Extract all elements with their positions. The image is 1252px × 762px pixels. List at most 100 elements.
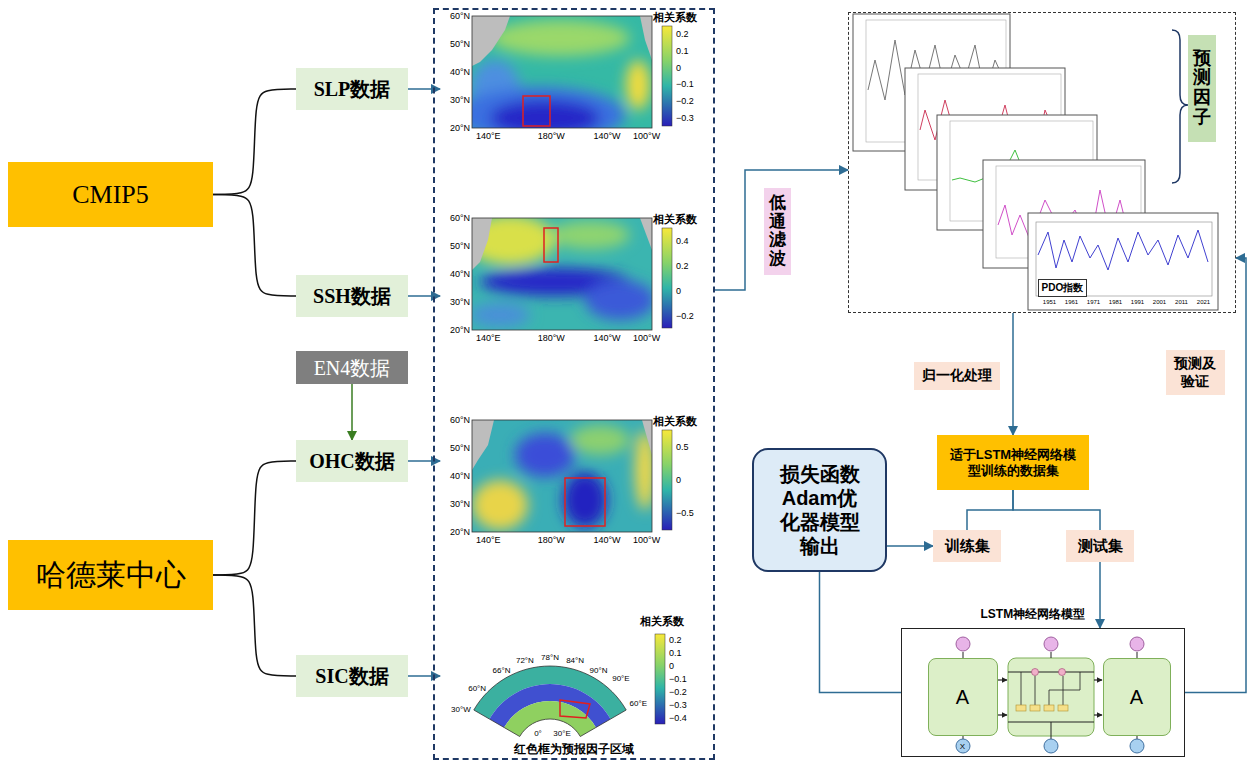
- arrow-connector: [887, 545, 933, 547]
- map-panel: 红色框为预报因子区域 相关系数 60°N 50°N 40°N 30°N 20°N 140°E 1…: [433, 8, 715, 760]
- lstm-cell-diagram: [956, 739, 970, 753]
- axis-label: 140°E: [476, 131, 501, 141]
- slp-correlation-map: [490, 100, 600, 128]
- axis-label: 60°N: [450, 11, 470, 21]
- lstm-cell-diagram: [1063, 676, 1064, 705]
- slp-correlation-map: [455, 16, 672, 143]
- axis-label: 20°N: [450, 325, 470, 335]
- arrow-connector: [408, 675, 440, 677]
- bracket-connector: [213, 89, 296, 195]
- axis-label: 50°N: [450, 241, 470, 251]
- lstm-cell-diagram: [1044, 739, 1058, 753]
- year-tick: 1981: [1109, 299, 1122, 305]
- lstm-cell-diagram: [1130, 637, 1144, 651]
- bracket-connector: [213, 195, 296, 297]
- training-config-box: 损失函数 Adam优化器模型 输出: [752, 448, 887, 572]
- lstm-cell-diagram: [1051, 722, 1052, 736]
- year-tick: 2011: [1175, 299, 1188, 305]
- ohc-correlation-map: [472, 420, 652, 532]
- slp-correlation-map: [523, 96, 550, 126]
- colorbar-title: 相关系数: [640, 614, 684, 629]
- axis-label: 140°W: [593, 535, 620, 545]
- slp-correlation-map: [640, 16, 652, 60]
- ohc-correlation-map: [472, 425, 652, 530]
- colorbar-tick: 0: [676, 63, 681, 73]
- axis-label: 0°: [533, 729, 543, 738]
- box-label: 适于LSTM神经网络模型训练的数据集: [945, 447, 1081, 478]
- arrow-connector: [1185, 258, 1246, 693]
- colorbar-tick: −0.3: [676, 113, 694, 123]
- ohc-correlation-map: [642, 420, 652, 455]
- box-label: A: [1130, 685, 1143, 709]
- box-label: 哈德莱中心: [36, 557, 186, 593]
- sic-correlation-map: [474, 634, 665, 737]
- colorbar-title: 相关系数: [653, 414, 697, 429]
- ohc-correlation-map: [472, 420, 652, 532]
- axis-label: 60°N: [450, 213, 470, 223]
- lstm-cell-diagram: [1130, 739, 1144, 753]
- arrow-connector: [408, 460, 440, 462]
- correlation-map: 相关系数60°N50°N40°N30°N20°N140°E180°W140°W1…: [440, 414, 708, 559]
- colorbar-tick: −0.2: [676, 96, 694, 106]
- arrow-connector: [1012, 313, 1014, 435]
- colorbar-tick: −0.2: [676, 311, 694, 321]
- lstm-cell-diagram: [1080, 672, 1081, 690]
- axis-label: 60°N: [450, 415, 470, 425]
- axis-label: 50°N: [450, 443, 470, 453]
- sic-correlation-map: [655, 634, 665, 724]
- time-series-plots: [1028, 213, 1218, 310]
- lstm-cell-diagram: [1008, 658, 1094, 736]
- lstm-model-box: LSTM神经网络模型XAA: [901, 628, 1185, 757]
- lstm-cell-diagram: [1049, 690, 1050, 705]
- series-name: PDO指数: [1038, 279, 1088, 297]
- colorbar-title: 相关系数: [653, 212, 697, 227]
- axis-label: 100°W: [633, 535, 660, 545]
- panel-caption: 红色框为预报因子区域: [514, 741, 634, 758]
- polar-correlation-map: 相关系数90°N84°N78°N72°N66°N60°N30°W0°30°E60…: [440, 614, 708, 739]
- axis-label: 30°N: [450, 297, 470, 307]
- year-tick: 1971: [1087, 299, 1100, 305]
- box-label: OHC数据: [309, 449, 395, 473]
- dataset-split-box: 测试集: [1066, 530, 1134, 562]
- ohc-correlation-map: [472, 480, 528, 530]
- lstm-cell-diagram: [1030, 705, 1040, 711]
- lstm-cell-diagram: [956, 637, 970, 651]
- axis-label: 40°N: [450, 471, 470, 481]
- slp-correlation-map: [472, 87, 625, 128]
- correlation-map: 相关系数60°N50°N40°N30°N20°N140°E180°W140°W1…: [440, 212, 708, 357]
- ssh-correlation-map: [472, 218, 652, 330]
- axis-label: 140°E: [476, 535, 501, 545]
- ssh-correlation-map: [472, 218, 492, 270]
- ohc-correlation-map: [570, 425, 630, 455]
- slp-correlation-map: [472, 16, 652, 128]
- predictor-box: 预测因子: [1188, 35, 1216, 142]
- lstm-cell: A: [1103, 658, 1171, 736]
- lstm-cell-diagram: [998, 679, 1007, 680]
- series-panel: PDO指数19511961197119811991200120112021预测因…: [848, 12, 1236, 313]
- time-series-plots: [1036, 222, 1212, 296]
- lstm-cell-diagram: [1035, 676, 1036, 705]
- bracket-connector: [213, 575, 296, 676]
- axis-label: 20°N: [450, 527, 470, 537]
- colorbar-tick: 0.1: [676, 46, 689, 56]
- data-box: SSH数据: [296, 275, 408, 317]
- axis-label: 78°N: [540, 653, 560, 662]
- slp-correlation-map: [472, 16, 510, 66]
- box-label: 测试集: [1078, 537, 1123, 555]
- arrow-connector: [967, 490, 1013, 530]
- colorbar-tick: 0.1: [669, 648, 682, 658]
- lstm-cell-diagram: [1032, 669, 1039, 676]
- axis-label: 180°W: [538, 333, 565, 343]
- axis-label: 180°W: [538, 131, 565, 141]
- lstm-cell-diagram: [1049, 690, 1080, 691]
- lstm-cell: A: [928, 658, 998, 736]
- edge-label: 归一化处理: [914, 362, 1000, 390]
- year-tick: 2021: [1197, 299, 1210, 305]
- axis-label: 40°N: [450, 269, 470, 279]
- axis-label: 140°W: [593, 131, 620, 141]
- model-title: LSTM神经网络模型: [981, 606, 1086, 623]
- ohc-correlation-map: [472, 420, 494, 470]
